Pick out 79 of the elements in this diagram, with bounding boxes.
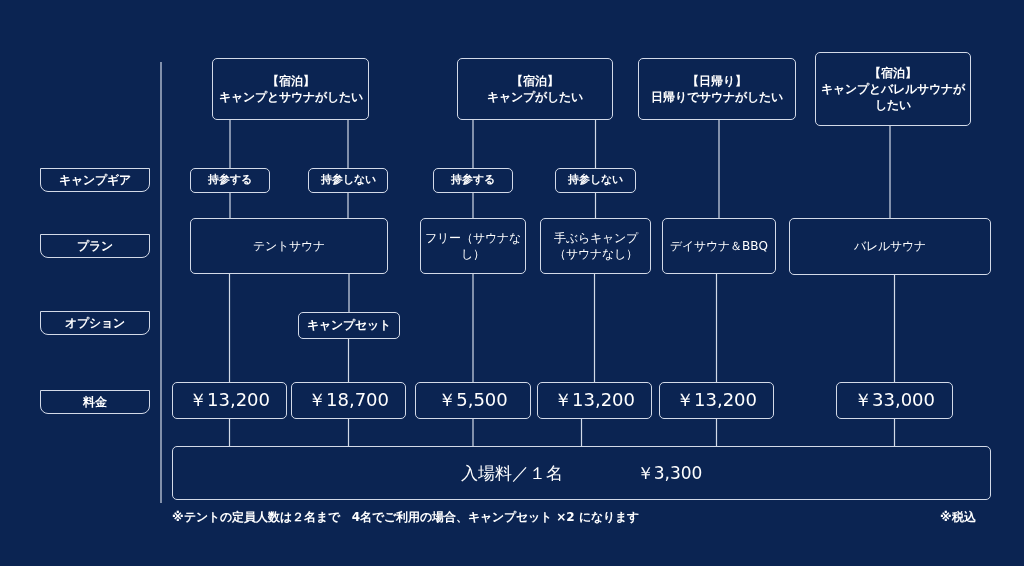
category-label: プラン — [76, 237, 114, 255]
category-box — [40, 234, 150, 258]
price-box — [291, 382, 406, 419]
connector-line — [347, 338, 350, 383]
category-box — [40, 168, 150, 192]
plan-box — [190, 218, 388, 274]
choice-box — [190, 168, 270, 193]
connector-line — [893, 274, 896, 383]
connector-line — [715, 273, 718, 383]
price-value: ￥13,200 — [188, 388, 271, 413]
gear-option: 持参しない — [566, 173, 625, 188]
gear-option: 持参する — [449, 173, 497, 188]
category-label: キャンプギア — [58, 171, 132, 189]
connector-line — [228, 418, 231, 447]
price-box — [836, 382, 953, 419]
price-value: ￥13,200 — [553, 388, 636, 413]
price-value: ￥5,500 — [437, 388, 509, 413]
tax-note: ※税込 — [940, 509, 976, 526]
option-box — [298, 312, 400, 339]
admission-fee-box — [172, 446, 991, 500]
connector-line — [472, 119, 474, 169]
plan-type-heading: 【宿泊】 — [868, 64, 918, 81]
price-box — [537, 382, 652, 419]
connector-line — [889, 125, 891, 219]
connector-line — [229, 192, 231, 219]
plan-name: テントサウナ — [252, 237, 326, 255]
connector-line — [347, 119, 349, 169]
connector-line — [229, 119, 231, 169]
category-box — [40, 390, 150, 414]
connector-line — [715, 418, 718, 447]
connector-line — [594, 119, 597, 169]
connector-line — [348, 273, 350, 313]
category-label: 料金 — [82, 393, 108, 411]
plan-type-description: キャンプとバレルサウナがしたい — [820, 80, 967, 114]
price-value: ￥13,200 — [675, 388, 758, 413]
plan-type-description: キャンプとサウナがしたい — [217, 89, 364, 106]
connector-line — [472, 192, 474, 219]
connector-line — [347, 192, 349, 219]
category-box — [40, 311, 150, 335]
plan-name: バレルサウナ — [853, 238, 927, 255]
plan-type-description: キャンプがしたい — [486, 89, 584, 106]
connector-line — [472, 418, 474, 447]
admission-label: 入場料／１名 — [459, 461, 564, 485]
connector-line — [347, 418, 350, 447]
choice-box — [308, 168, 388, 193]
gear-option: 持参する — [206, 173, 254, 188]
admission-price: ￥3,300 — [635, 461, 704, 485]
plan-type-heading: 【宿泊】 — [510, 72, 560, 89]
gear-option: 持参しない — [318, 173, 378, 188]
plan-type-heading: 【日帰り】 — [686, 72, 748, 89]
price-value: ￥18,700 — [307, 388, 390, 413]
plan-type-box — [212, 58, 369, 120]
connector-line — [594, 192, 597, 219]
plan-name: 手ぶらキャンプ（サウナなし） — [552, 229, 640, 263]
connector-line — [472, 273, 474, 383]
plan-type-box — [457, 58, 613, 120]
connector-line — [593, 273, 596, 383]
plan-type-description: 日帰りでサウナがしたい — [650, 89, 784, 106]
plan-type-box — [815, 52, 971, 126]
plan-type-box — [638, 58, 796, 120]
connector-line — [718, 119, 720, 219]
plan-box — [662, 218, 776, 274]
plan-box — [789, 218, 991, 275]
connector-line — [580, 418, 583, 447]
plan-box — [540, 218, 651, 274]
price-box — [415, 382, 531, 419]
category-label: オプション — [64, 314, 126, 332]
price-box — [172, 382, 287, 419]
connector-line — [228, 273, 231, 383]
connector-line — [893, 418, 896, 447]
option-name: キャンプセット — [306, 317, 392, 334]
plan-name: フリー（サウナなし） — [424, 229, 522, 263]
price-box — [659, 382, 774, 419]
plan-name: デイサウナ＆BBQ — [669, 237, 769, 255]
choice-box — [433, 168, 513, 193]
price-value: ￥33,000 — [853, 388, 936, 413]
choice-box — [555, 168, 636, 193]
plan-box — [420, 218, 526, 274]
plan-type-heading: 【宿泊】 — [265, 72, 316, 89]
